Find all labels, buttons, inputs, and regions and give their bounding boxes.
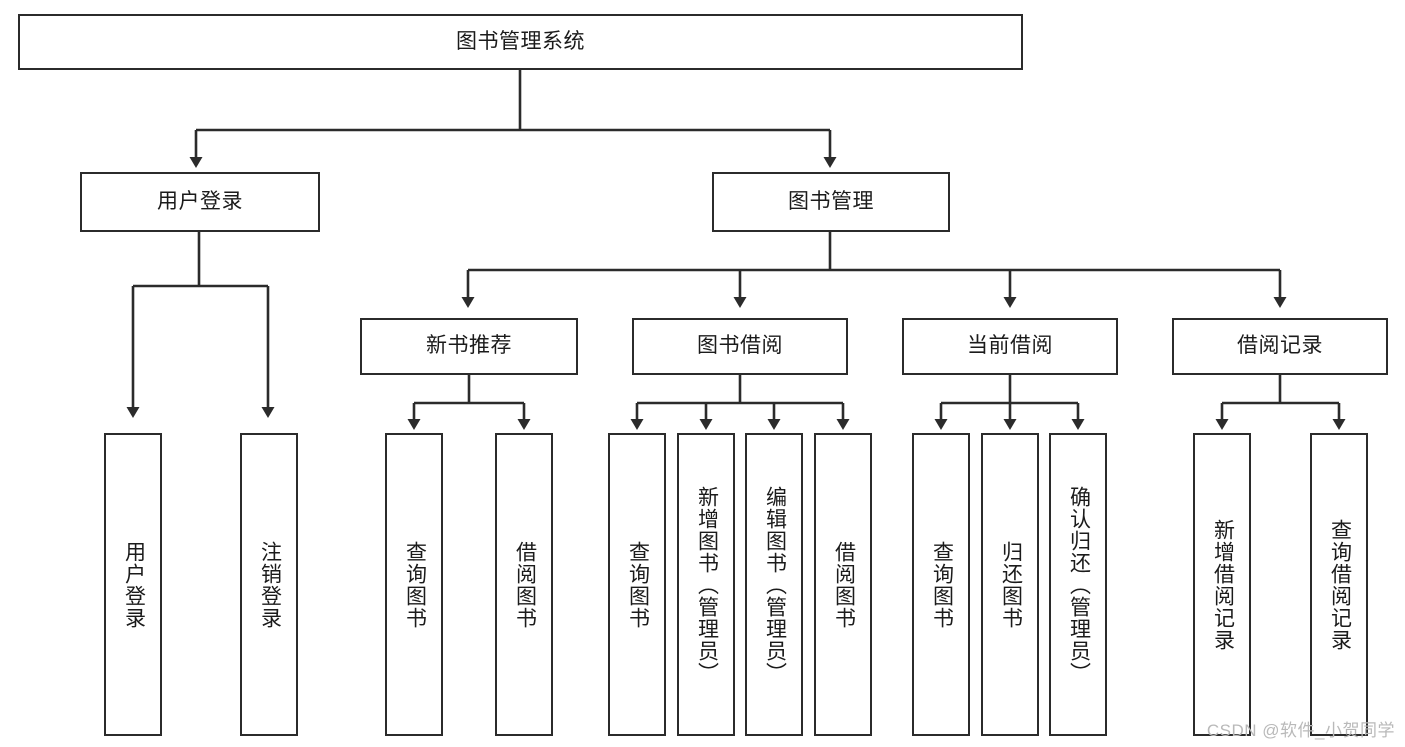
node-book-management[interactable]: 图书管理: [712, 172, 950, 232]
watermark-text: CSDN @软件_小贺同学: [1206, 721, 1395, 740]
node-book-borrow-label: 图书借阅: [697, 334, 783, 358]
node-root-label: 图书管理系统: [456, 29, 585, 53]
node-book-management-label: 图书管理: [788, 189, 874, 213]
leaf-confirm-return-admin-label: 确认归还（管理员）: [1067, 485, 1091, 684]
node-new-book-recommend[interactable]: 新书推荐: [360, 318, 578, 375]
leaf-add-book-admin[interactable]: 新增图书（管理员）: [677, 433, 735, 736]
leaf-query-borrow-record-label: 查询借阅记录: [1328, 518, 1352, 651]
node-user-login-label: 用户登录: [157, 189, 243, 213]
node-current-borrow-label: 当前借阅: [967, 334, 1053, 358]
leaf-query-book-rec-label: 查询图书: [403, 540, 427, 629]
leaf-user-login-label: 用户登录: [122, 540, 146, 629]
leaf-return-book[interactable]: 归还图书: [981, 433, 1039, 736]
leaf-query-book-current-label: 查询图书: [930, 540, 954, 629]
node-new-book-recommend-label: 新书推荐: [426, 334, 512, 358]
leaf-add-borrow-record-label: 新增借阅记录: [1211, 518, 1235, 651]
leaf-add-borrow-record[interactable]: 新增借阅记录: [1193, 433, 1251, 736]
leaf-confirm-return-admin[interactable]: 确认归还（管理员）: [1049, 433, 1107, 736]
node-book-borrow[interactable]: 图书借阅: [632, 318, 848, 375]
leaf-return-book-label: 归还图书: [999, 540, 1023, 629]
leaf-borrow-book-label: 借阅图书: [832, 540, 856, 629]
node-user-login[interactable]: 用户登录: [80, 172, 320, 232]
leaf-user-login[interactable]: 用户登录: [104, 433, 162, 736]
leaf-borrow-book-rec[interactable]: 借阅图书: [495, 433, 553, 736]
leaf-edit-book-admin-label: 编辑图书（管理员）: [763, 485, 787, 684]
node-borrow-record-label: 借阅记录: [1237, 334, 1323, 358]
leaf-query-book-rec[interactable]: 查询图书: [385, 433, 443, 736]
leaf-query-book-borrow-label: 查询图书: [626, 540, 650, 629]
leaf-add-book-admin-label: 新增图书（管理员）: [695, 485, 719, 684]
leaf-borrow-book[interactable]: 借阅图书: [814, 433, 872, 736]
node-current-borrow[interactable]: 当前借阅: [902, 318, 1118, 375]
node-root[interactable]: 图书管理系统: [18, 14, 1023, 70]
leaf-edit-book-admin[interactable]: 编辑图书（管理员）: [745, 433, 803, 736]
leaf-query-borrow-record[interactable]: 查询借阅记录: [1310, 433, 1368, 736]
leaf-query-book-borrow[interactable]: 查询图书: [608, 433, 666, 736]
leaf-query-book-current[interactable]: 查询图书: [912, 433, 970, 736]
leaf-logout-login-label: 注销登录: [258, 540, 282, 629]
leaf-borrow-book-rec-label: 借阅图书: [513, 540, 537, 629]
node-borrow-record[interactable]: 借阅记录: [1172, 318, 1388, 375]
leaf-logout-login[interactable]: 注销登录: [240, 433, 298, 736]
